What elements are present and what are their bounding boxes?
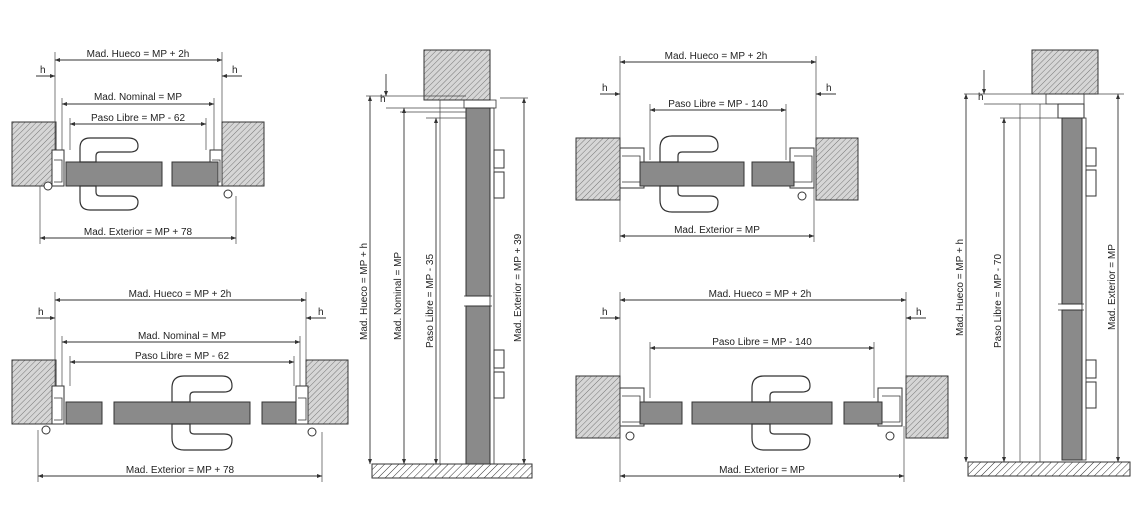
hinge [493,371,505,399]
door-leaf-1 [65,401,103,425]
door-leaf-lower [1061,309,1083,461]
hinge [1085,359,1097,379]
dim-paso: Paso Libre = MP - 62 [135,351,229,362]
door-leaf-3 [843,401,883,425]
hinge [493,349,505,369]
pivot-right [223,189,233,199]
dim-paso: Paso Libre = MP - 140 [712,337,812,348]
plan-double-leaf-sliding: Mad. Hueco = MP + 2h h h Paso Libre = MP… [575,289,949,482]
dim-paso: Paso Libre = MP - 140 [668,99,768,110]
dim-h-left: h [602,83,608,94]
handle-shape [751,375,811,451]
dim-h-right: h [318,307,324,318]
door-leaf-1 [639,401,683,425]
dim-exterior: Mad. Exterior = MP [719,465,805,476]
section-sliding-door: Mad. Hueco = MP + h h Paso Libre = MP - … [955,49,1131,477]
hinge [1085,381,1097,409]
dim-h-right: h [826,83,832,94]
floor [967,461,1131,477]
dim-h: h [380,94,386,105]
door-leaf-2 [691,401,833,425]
section-pivot-door: Mad. Hueco = MP + h h Mad. Nominal = MP … [359,49,533,479]
plan-single-leaf-pivot: Mad. Hueco = MP + 2h h h Mad. Nominal = … [11,49,265,244]
dim-exterior-v: Mad. Exterior = MP [1107,244,1118,330]
dim-hueco-v: Mad. Hueco = MP + h [359,243,370,340]
dim-h-left: h [40,65,46,76]
dim-h-left: h [38,307,44,318]
door-leaf-upper [465,107,491,297]
lintel-wall [1031,49,1099,95]
pivot-left [625,431,635,441]
wall-right [305,359,349,425]
dim-h-right: h [232,65,238,76]
door-leaf-2 [113,401,251,425]
dim-hueco: Mad. Hueco = MP + 2h [709,289,812,300]
pivot-left [43,181,53,191]
hinge [493,149,505,169]
pivot-right [797,191,807,201]
dim-paso: Paso Libre = MP - 62 [91,113,185,124]
dim-hueco: Mad. Hueco = MP + 2h [665,51,768,62]
wall-left [575,375,621,439]
handle-shape [79,137,139,211]
frame-left [51,385,65,425]
dim-nominal-v: Mad. Nominal = MP [393,252,404,340]
dim-paso-v: Paso Libre = MP - 35 [425,254,436,348]
door-leaf-upper [1061,117,1083,305]
wall-right [905,375,949,439]
plan-double-leaf-pivot: Mad. Hueco = MP + 2h h h Mad. Nominal = … [11,289,349,482]
wall-left [575,137,621,201]
dim-paso-v: Paso Libre = MP - 70 [993,254,1004,348]
wall-right [815,137,859,201]
dim-nominal: Mad. Nominal = MP [94,92,182,103]
pivot-right [885,431,895,441]
door-leaf-end [171,161,219,187]
wall-right [221,121,265,187]
dim-exterior: Mad. Exterior = MP + 78 [126,465,235,476]
dim-exterior: Mad. Exterior = MP + 78 [84,227,193,238]
lintel-wall [423,49,491,101]
dim-h-left: h [602,307,608,318]
wall-left [11,121,57,187]
dim-nominal: Mad. Nominal = MP [138,331,226,342]
dim-hueco: Mad. Hueco = MP + 2h [129,289,232,300]
door-leaf [639,161,745,187]
door-leaf-3 [261,401,297,425]
hinge [1085,147,1097,167]
pivot-left [41,425,51,435]
dim-h-right: h [916,307,922,318]
hinge [493,171,505,199]
pivot-right [307,427,317,437]
door-leaf-lower [465,305,491,465]
door-leaf [65,161,163,187]
dim-exterior-v: Mad. Exterior = MP + 39 [513,233,524,342]
door-leaf-end [751,161,795,187]
dim-hueco-v: Mad. Hueco = MP + h [955,239,966,336]
floor [371,463,533,479]
handle-shape [171,375,233,451]
plan-single-leaf-sliding: Mad. Hueco = MP + 2h h h Paso Libre = MP… [575,51,859,242]
dim-exterior: Mad. Exterior = MP [674,225,760,236]
dim-h: h [978,92,984,103]
frame-left [51,149,65,187]
wall-left [11,359,57,425]
dim-hueco: Mad. Hueco = MP + 2h [87,49,190,60]
hinge [1085,169,1097,197]
handle-shape [659,135,719,213]
